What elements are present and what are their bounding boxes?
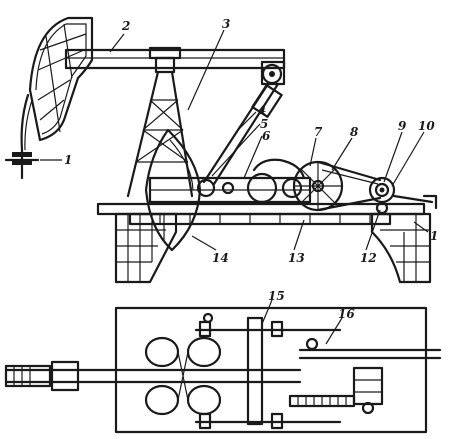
part-labels: 1 2 3 4 5 6 7 8 9 10 1 12 13 14 15 16 [64, 17, 438, 321]
side-elevation [4, 16, 438, 284]
gearbox-sheave [292, 160, 344, 212]
label-motor: 10 [418, 119, 435, 133]
label-pitman: 4 [258, 103, 266, 117]
counterweight [144, 128, 202, 252]
plan-counterweights [144, 336, 222, 416]
label-plan-brake: 16 [338, 307, 355, 321]
label-plan-crank: 15 [268, 289, 285, 303]
leader-lines [40, 29, 429, 345]
label-sheave: 7 [314, 125, 323, 139]
label-walking-beam: 2 [121, 19, 130, 33]
label-wire-rope: 1 [64, 153, 72, 167]
label-motor-pulley: 9 [398, 119, 407, 133]
plan-crankshaft [194, 316, 342, 430]
label-base: 13 [288, 251, 305, 265]
label-belt: 8 [350, 125, 359, 139]
wire-line [4, 93, 40, 180]
label-brake: 12 [360, 251, 377, 265]
samson-post [126, 46, 194, 198]
plan-view [4, 306, 442, 434]
right-foundation [370, 212, 432, 284]
horsehead [28, 16, 94, 142]
crank-assembly [148, 172, 312, 204]
label-crank-pin: 5 [260, 117, 268, 131]
label-foundation: 1 [430, 229, 438, 243]
label-reducer: 6 [262, 129, 271, 143]
left-foundation [114, 212, 178, 284]
label-samson-post: 3 [222, 17, 230, 31]
label-counterweight: 14 [212, 251, 229, 265]
plan-motor [202, 312, 442, 415]
base-frame [96, 202, 426, 226]
motor-pulley [368, 176, 438, 215]
pitman-rod [202, 82, 283, 186]
